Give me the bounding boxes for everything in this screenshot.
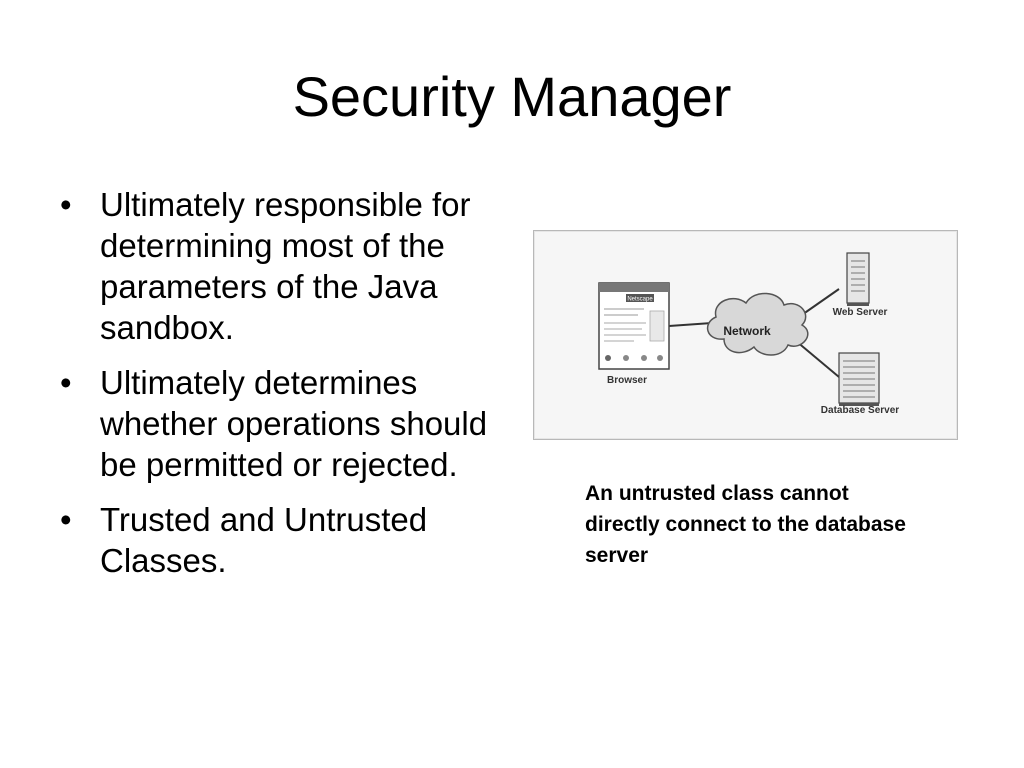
bullet-list: • Ultimately responsible for determining… <box>58 184 508 595</box>
bullet-item: • Ultimately determines whether operatio… <box>58 362 508 485</box>
browser-network-link <box>668 322 713 327</box>
browser-window-title: Netscape <box>627 297 653 303</box>
browser-window-icon: Netscape <box>598 282 670 370</box>
bullet-text: Ultimately determines whether operations… <box>100 364 488 483</box>
network-database-link <box>795 340 840 378</box>
slide-title: Security Manager <box>292 65 732 128</box>
network-label: Network <box>723 324 771 338</box>
web-server-label: Web Server <box>833 307 888 318</box>
bullet-marker: • <box>60 364 72 401</box>
bullet-item: • Trusted and Untrusted Classes. <box>58 499 508 581</box>
figure-caption: An untrusted class cannot directly conne… <box>585 482 906 567</box>
database-server-icon <box>838 352 880 406</box>
browser-label: Browser <box>607 375 647 386</box>
bullet-marker: • <box>60 186 72 223</box>
network-diagram-figure: Netscape Browser Network <box>533 230 958 440</box>
bullet-item: • Ultimately responsible for determining… <box>58 184 508 348</box>
bullet-marker: • <box>60 501 72 538</box>
network-diagram: Netscape Browser Network <box>598 252 899 416</box>
web-server-icon <box>846 252 870 306</box>
database-server-label: Database Server <box>821 405 899 416</box>
network-cloud-icon <box>706 292 809 356</box>
bullet-text: Ultimately responsible for determining m… <box>100 186 471 346</box>
bullet-text: Trusted and Untrusted Classes. <box>100 501 428 579</box>
